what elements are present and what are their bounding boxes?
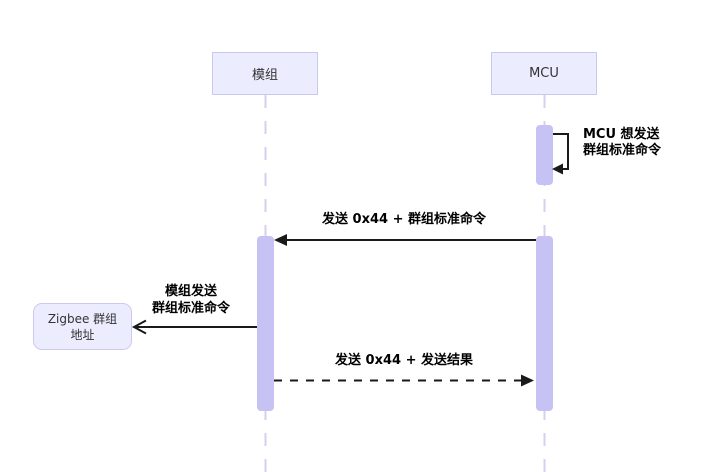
arrowhead-filled-icon [521, 374, 534, 387]
participant-module-label: 模组 [251, 68, 278, 83]
arrowhead-filled-icon [274, 234, 287, 246]
message-3-label: 发送 0x44 + 发送结果 [335, 353, 473, 368]
participant-mcu-label: MCU [529, 66, 559, 81]
message-arrow-self [552, 133, 569, 175]
message-arrow-1 [274, 234, 536, 246]
activation-bar-mcu-self [536, 125, 553, 185]
message-arrow-3 [274, 374, 534, 387]
zigbee-group-address-label: Zigbee 群组 地址 [47, 311, 118, 342]
arrowhead-filled-icon [552, 163, 563, 175]
zigbee-group-address-node: Zigbee 群组 地址 [33, 303, 132, 350]
message-2-label: 模组发送 群组标准命令 [151, 284, 230, 316]
message-1-label: 发送 0x44 + 群组标准命令 [322, 212, 486, 227]
participant-mcu: MCU [491, 52, 597, 95]
arrowhead-open-icon [131, 319, 147, 335]
participant-module: 模组 [212, 52, 318, 95]
message-arrow-2 [131, 319, 257, 335]
activation-bar-mcu [536, 236, 553, 411]
activation-bar-module [257, 236, 274, 411]
message-self-label: MCU 想发送 群组标准命令 [583, 127, 662, 158]
